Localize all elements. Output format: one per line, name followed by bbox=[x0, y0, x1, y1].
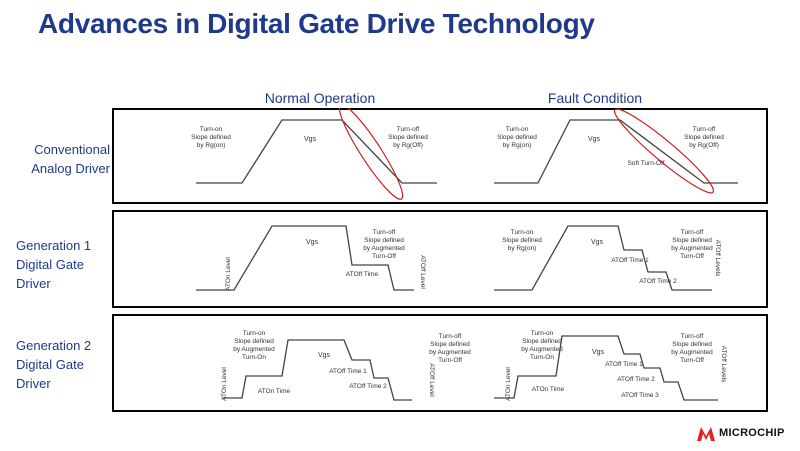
soft-turn-off-highlight bbox=[613, 108, 715, 194]
panel-border bbox=[112, 314, 768, 412]
svg-text:by Rg(Off): by Rg(Off) bbox=[393, 142, 423, 149]
svg-text:Turn-off: Turn-off bbox=[693, 126, 716, 133]
turn-off-label-line-2: Slope defined bbox=[430, 341, 470, 348]
atoff-time-2-label: ATOff Time 2 bbox=[617, 376, 655, 383]
atoff-time-3-label: ATOff Time 3 bbox=[621, 392, 659, 399]
aton-level-label: ATOn Level bbox=[225, 257, 232, 291]
svg-text:by Augmented: by Augmented bbox=[233, 346, 275, 353]
svg-text:by Augmented: by Augmented bbox=[363, 245, 405, 252]
svg-text:Slope defined: Slope defined bbox=[364, 237, 404, 244]
row-label-generation-2: Generation 2 Digital Gate Driver bbox=[16, 338, 92, 391]
svg-text:Slope defined: Slope defined bbox=[684, 134, 724, 141]
row-label-generation-1: Generation 1 Digital Gate Driver bbox=[16, 238, 92, 291]
atoff-time-1-label: ATOff Time 1 bbox=[611, 257, 649, 264]
turn-off-label-fault: Turn-off Slope defined by Augmented Turn… bbox=[671, 229, 713, 260]
turn-off-label-line-1: Turn-off bbox=[439, 333, 462, 340]
soft-turn-off-label: Soft Turn-Off bbox=[627, 160, 664, 167]
atoff-levels-label: ATOff Levels bbox=[714, 240, 721, 278]
svg-text:Turn-On: Turn-On bbox=[530, 354, 554, 361]
turn-on-label-fault: Turn-on Slope defined by Augmented Turn-… bbox=[521, 330, 563, 361]
svg-text:by Augmented: by Augmented bbox=[671, 349, 713, 356]
column-header-fault-condition: Fault Condition bbox=[547, 90, 643, 106]
atoff-levels-label: ATOff Levels bbox=[720, 346, 727, 384]
turn-off-label-fault: Turn-off Slope defined by Augmented Turn… bbox=[671, 333, 713, 364]
turn-off-slope-highlight bbox=[338, 108, 404, 200]
aton-time-label: ATOn Time bbox=[532, 386, 565, 393]
svg-text:Turn-Off: Turn-Off bbox=[680, 357, 704, 364]
turn-off-label-fault: Turn-off Slope defined by Rg(Off) bbox=[684, 126, 724, 149]
microchip-logo-text: MICROCHIP bbox=[719, 427, 785, 439]
atoff-time-1-label: ATOff Time 1 bbox=[329, 368, 367, 375]
panel-border bbox=[112, 108, 768, 204]
row-label-conventional: Conventional Analog Driver bbox=[31, 142, 110, 176]
vgs-label: Vgs bbox=[306, 239, 319, 246]
turn-on-label: Turn-on Slope defined by Augmented Turn-… bbox=[233, 330, 275, 361]
turn-on-label-fault: Turn-on Slope defined by Rg(on) bbox=[497, 126, 537, 149]
panel-border bbox=[112, 210, 768, 308]
vgs-label-fault: Vgs bbox=[588, 136, 601, 143]
svg-text:Turn-off: Turn-off bbox=[681, 229, 704, 236]
svg-text:Turn-off: Turn-off bbox=[373, 229, 396, 236]
svg-text:Slope defined: Slope defined bbox=[502, 237, 542, 244]
svg-text:Turn-off: Turn-off bbox=[681, 333, 704, 340]
microchip-logo-icon bbox=[697, 427, 715, 441]
atoff-time-1-label: ATOff Time 1 bbox=[605, 361, 643, 368]
turn-off-label-line-3: by Augmented bbox=[429, 349, 471, 356]
svg-text:Slope defined: Slope defined bbox=[522, 338, 562, 345]
vgs-label-fault: Vgs bbox=[592, 349, 605, 356]
vgs-waveform-normal bbox=[196, 225, 414, 291]
svg-text:Slope defined: Slope defined bbox=[672, 341, 712, 348]
svg-text:Slope defined: Slope defined bbox=[234, 338, 274, 345]
panel-generation-2: Turn-on Slope defined by Augmented Turn-… bbox=[112, 314, 768, 412]
svg-text:by Rg(on): by Rg(on) bbox=[508, 245, 537, 252]
svg-text:Turn-on: Turn-on bbox=[531, 330, 554, 337]
aton-level-label: ATOn Level bbox=[221, 367, 228, 401]
vgs-waveform-fault bbox=[494, 335, 718, 401]
vgs-label-fault: Vgs bbox=[591, 239, 604, 246]
column-header-normal-operation: Normal Operation bbox=[264, 90, 376, 106]
vgs-waveform-normal bbox=[222, 339, 412, 401]
vgs-label: Vgs bbox=[304, 136, 317, 143]
panel-conventional-analog-driver: Turn-on Slope defined by Rg(on) Vgs Turn… bbox=[112, 108, 768, 204]
vgs-label: Vgs bbox=[318, 352, 331, 359]
svg-text:Slope defined: Slope defined bbox=[388, 134, 428, 141]
atoff-time-label: ATOff Time bbox=[346, 271, 379, 278]
svg-text:Turn-Off: Turn-Off bbox=[680, 253, 704, 260]
svg-text:Turn-on: Turn-on bbox=[511, 229, 534, 236]
svg-text:by Rg(on): by Rg(on) bbox=[503, 142, 532, 149]
svg-text:Slope defined: Slope defined bbox=[497, 134, 537, 141]
atoff-level-label: ATOff Level bbox=[428, 363, 435, 397]
turn-off-label-line-4: Turn-Off bbox=[438, 357, 462, 364]
turn-off-label: Turn-off Slope defined by Rg(Off) bbox=[388, 126, 428, 149]
svg-text:Slope defined: Slope defined bbox=[672, 237, 712, 244]
turn-on-label: Turn-on Slope defined by Rg(on) bbox=[191, 126, 231, 149]
svg-text:by Augmented: by Augmented bbox=[671, 245, 713, 252]
atoff-time-2-label: ATOff Time 2 bbox=[639, 278, 677, 285]
panel-generation-1: Vgs Turn-off Slope defined by Augmented … bbox=[112, 210, 768, 308]
turn-off-label: Turn-off Slope defined by Augmented Turn… bbox=[363, 229, 405, 260]
turn-on-label-fault: Turn-on Slope defined by Rg(on) bbox=[502, 229, 542, 252]
svg-text:Turn-on: Turn-on bbox=[200, 126, 223, 133]
atoff-level-label: ATOff Level bbox=[419, 255, 426, 289]
svg-text:by Rg(Off): by Rg(Off) bbox=[689, 142, 719, 149]
vgs-waveform-fault bbox=[494, 225, 712, 291]
svg-text:Turn-On: Turn-On bbox=[242, 354, 266, 361]
atoff-time-2-label: ATOff Time 2 bbox=[349, 383, 387, 390]
svg-text:Turn-off: Turn-off bbox=[397, 126, 420, 133]
svg-text:by Augmented: by Augmented bbox=[521, 346, 563, 353]
svg-text:Slope defined: Slope defined bbox=[191, 134, 231, 141]
svg-text:by Rg(on): by Rg(on) bbox=[197, 142, 226, 149]
svg-text:Turn-on: Turn-on bbox=[506, 126, 529, 133]
slide-title: Advances in Digital Gate Drive Technolog… bbox=[38, 8, 595, 39]
aton-time-label: ATOn Time bbox=[258, 388, 291, 395]
svg-text:Turn-Off: Turn-Off bbox=[372, 253, 396, 260]
aton-level-label: ATOn Level bbox=[505, 367, 512, 401]
vgs-waveform-normal bbox=[196, 119, 437, 184]
microchip-logo: MICROCHIP bbox=[696, 422, 785, 444]
svg-text:Turn-on: Turn-on bbox=[243, 330, 266, 337]
